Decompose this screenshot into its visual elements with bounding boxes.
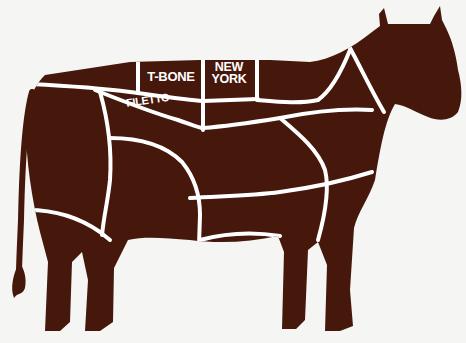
cut-line <box>257 50 350 102</box>
cut-line <box>100 92 111 235</box>
cut-line <box>110 138 200 245</box>
cut-label: NEW YORK <box>204 62 254 86</box>
cut-line <box>280 118 327 240</box>
cut-lines <box>28 48 384 245</box>
cut-label: T-BONE <box>140 71 202 83</box>
tail-tuft <box>12 262 25 298</box>
cut-line <box>200 233 280 240</box>
cow-silhouette <box>26 6 461 331</box>
cut-line <box>350 48 384 112</box>
cut-line <box>95 90 372 128</box>
cut-line <box>28 210 110 240</box>
cut-line <box>201 56 205 130</box>
cut-line <box>136 58 140 93</box>
cut-line <box>190 172 372 198</box>
